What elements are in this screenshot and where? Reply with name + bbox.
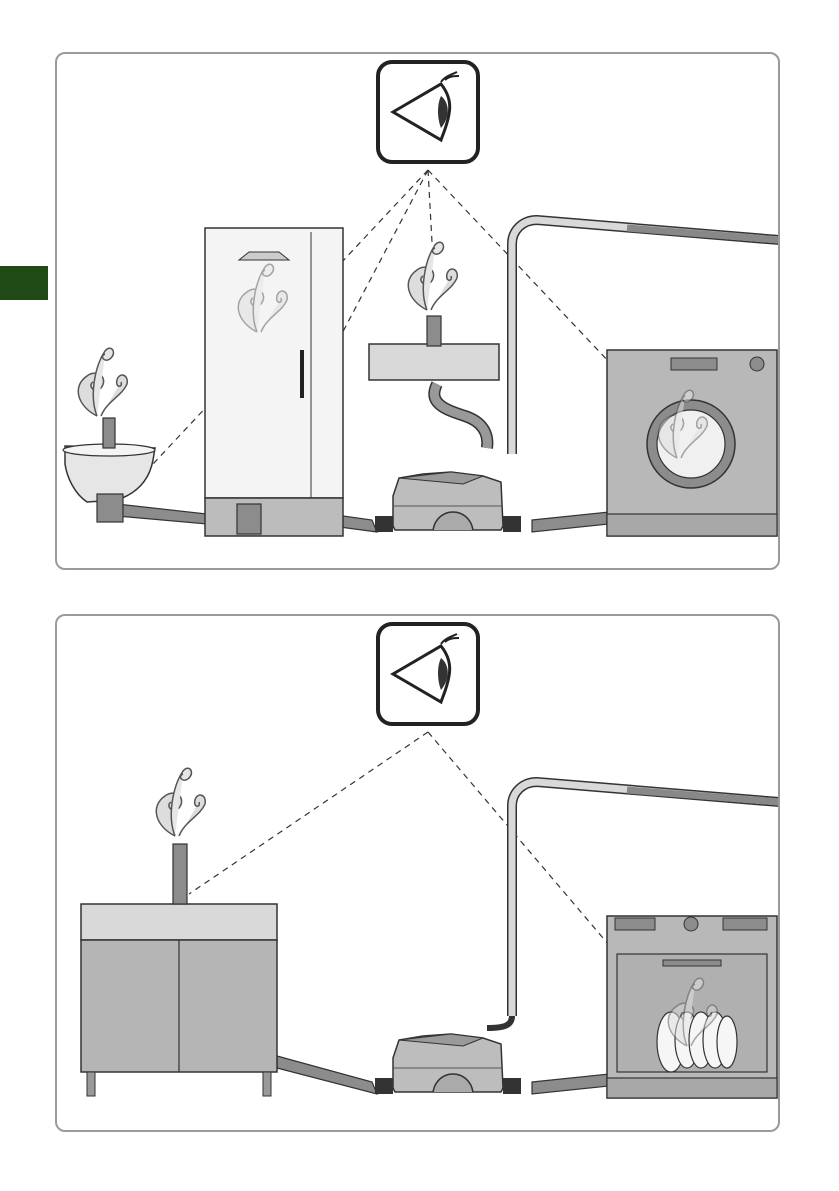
chapter-side-tab bbox=[0, 266, 48, 300]
odor-swirl-icon bbox=[408, 242, 457, 310]
drain-hoses bbox=[117, 384, 609, 532]
odor-swirl-icon bbox=[156, 768, 205, 836]
eye-icon bbox=[378, 62, 478, 162]
pump-inlet-connector bbox=[503, 1078, 521, 1094]
pump-inlet-connector bbox=[503, 516, 521, 532]
odor-swirl-icon bbox=[78, 348, 127, 416]
shower-cabinet bbox=[205, 228, 343, 536]
installation-diagram-kitchen bbox=[55, 614, 780, 1132]
kitchen-sink-cabinet bbox=[81, 844, 277, 1096]
bathroom-diagram-svg bbox=[57, 54, 780, 570]
eye-icon bbox=[378, 624, 478, 724]
macerator-pump bbox=[393, 1034, 503, 1092]
sink bbox=[369, 316, 499, 380]
installation-diagram-bathroom bbox=[55, 52, 780, 570]
pump-inlet-connector bbox=[375, 516, 393, 532]
pump-inlet-connector bbox=[375, 1078, 393, 1094]
kitchen-diagram-svg bbox=[57, 616, 780, 1132]
macerator-pump bbox=[393, 472, 503, 530]
